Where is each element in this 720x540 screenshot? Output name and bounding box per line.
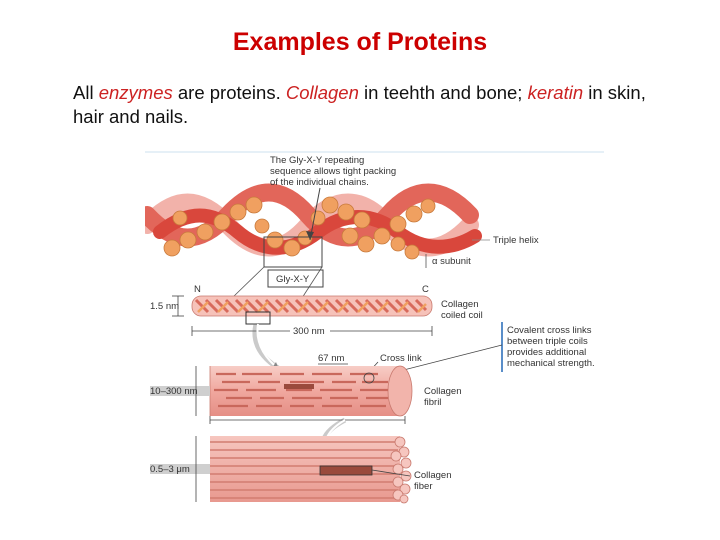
label-cross-link: Cross link (380, 353, 422, 364)
label-crosslink-note: provides additional (507, 347, 586, 358)
label-gly-box: Gly-X-Y (276, 274, 310, 285)
term-collagen: Collagen (285, 82, 359, 103)
label-crosslink-note: between triple coils (507, 336, 588, 347)
body-text: All enzymes are proteins. Collagen in te… (73, 81, 673, 129)
gly-x-y-box (267, 269, 324, 288)
label-crosslink-note: Covalent cross links (507, 325, 592, 336)
coiled-coil (191, 295, 433, 325)
label-gly-caption: of the individual chains. (270, 177, 369, 188)
label-300-nm: 300 nm (293, 326, 325, 337)
text-part: in skin, hair and nails. (73, 82, 646, 127)
label-fibril: Collagen (424, 386, 462, 397)
text-part: are proteins. (172, 82, 286, 103)
label-coiled-coil: coiled coil (441, 310, 483, 321)
label-triple-helix: Triple helix (493, 235, 539, 246)
collagen-fibril (209, 365, 413, 417)
label-fiber-dimension: 0.5–3 μm (150, 464, 190, 475)
term-keratin: keratin (527, 82, 584, 103)
label-gly-caption: The Gly-X-Y repeating (270, 155, 364, 166)
label-fibril-dimension: 10–300 nm (150, 386, 198, 397)
label-fibril: fibril (424, 397, 441, 408)
label-fiber: fiber (414, 481, 432, 492)
term-enzymes: enzymes (98, 82, 173, 103)
slide-title: Examples of Proteins (232, 28, 488, 56)
label-coiled-coil: Collagen (441, 299, 479, 310)
label-67-nm: 67 nm (318, 353, 344, 364)
collagen-fiber (210, 436, 412, 504)
collagen-structure-figure: The Gly-X-Y repeating sequence allows ti… (145, 151, 604, 504)
text-part: in teehth and bone; (358, 82, 528, 103)
label-gly-caption: sequence allows tight packing (270, 166, 396, 177)
label-alpha-subunit: α subunit (432, 256, 471, 267)
label-1-5-nm: 1.5 nm (150, 301, 179, 312)
amino-acid-beads (163, 196, 436, 260)
text-part: All (73, 82, 99, 103)
label-c-terminal: C (422, 284, 429, 295)
label-n-terminal: N (194, 284, 201, 295)
label-fiber: Collagen (414, 470, 452, 481)
triple-helix (145, 183, 482, 268)
label-crosslink-note: mechanical strength. (507, 358, 595, 369)
